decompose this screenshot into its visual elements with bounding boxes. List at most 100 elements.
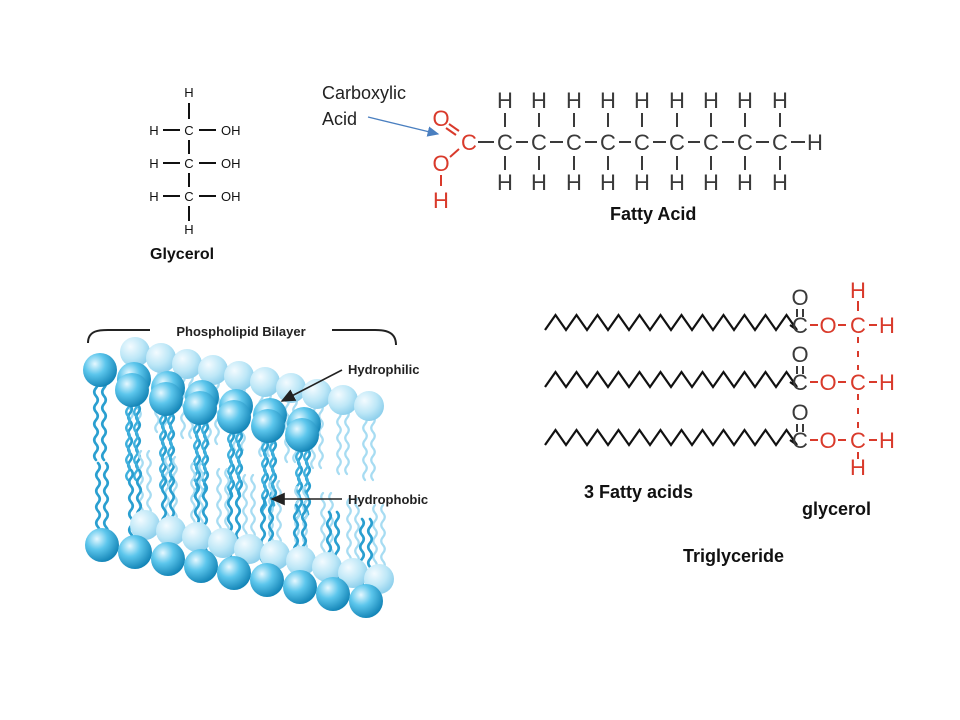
phospholipid-head: [260, 540, 290, 570]
phospholipid-bilayer: Phospholipid Bilayer Hydrophilic Hydroph…: [83, 324, 428, 618]
glycerol-bottom-h: H: [184, 222, 193, 237]
fatty-acid-hydroxyl-h: H: [433, 188, 449, 213]
ester-carbon: C: [792, 313, 808, 338]
phospholipid-head: [217, 400, 251, 434]
phospholipid-head: [316, 577, 350, 611]
bilayer-title: Phospholipid Bilayer: [176, 324, 305, 339]
phospholipid-head: [85, 528, 119, 562]
phospholipid-head: [251, 409, 285, 443]
phospholipid-head: [328, 385, 358, 415]
glycerol-c1: C: [184, 123, 193, 138]
phospholipid-head: [149, 382, 183, 416]
phospholipid-head: [286, 546, 316, 576]
phospholipid-head: [183, 391, 217, 425]
fatty-acid-label: Fatty Acid: [610, 204, 696, 224]
chain-h-top: H: [772, 88, 788, 113]
fatty-acid-carbonyl-o: O: [432, 106, 449, 131]
phospholipid-head: [349, 584, 383, 618]
carbonyl-oxygen: O: [791, 285, 808, 310]
chain-h-top: H: [566, 88, 582, 113]
phospholipid-head: [338, 558, 368, 588]
glycerol-top-h: H: [184, 85, 193, 100]
three-fatty-acids-label: 3 Fatty acids: [584, 482, 693, 502]
chain-h-top: H: [703, 88, 719, 113]
chain-h-bottom: H: [531, 170, 547, 195]
phospholipid-head: [146, 343, 176, 373]
phospholipid-head: [118, 535, 152, 569]
glycerol-oh2: OH: [221, 156, 241, 171]
ester-oxygen: O: [819, 370, 836, 395]
phospholipid-head: [184, 549, 218, 583]
phospholipid-head: [312, 552, 342, 582]
chain-h-bottom: H: [737, 170, 753, 195]
carboxylic-acid-line1: Carboxylic: [322, 83, 407, 103]
hydrophobic-label: Hydrophobic: [348, 492, 428, 507]
phospholipid-head: [151, 542, 185, 576]
phospholipid-head: [172, 349, 202, 379]
chain-h-bottom: H: [669, 170, 685, 195]
chain-h-top: H: [634, 88, 650, 113]
phospholipid-head: [120, 337, 150, 367]
chain-h-top: H: [669, 88, 685, 113]
chain-h-bottom: H: [600, 170, 616, 195]
bilayer-bracket-right: [332, 329, 397, 346]
glycerol-carbon: C: [850, 370, 866, 395]
lower-layer-heads: [85, 510, 394, 618]
ester-oxygen: O: [819, 428, 836, 453]
triglyceride-tail: [544, 428, 798, 447]
glycerol-c2: C: [184, 156, 193, 171]
glycerol-h: H: [879, 370, 895, 395]
chain-carbon: C: [566, 130, 582, 155]
fatty-acid-carboxyl-c: C: [461, 130, 477, 155]
hydrophilic-pointer: [280, 369, 343, 402]
chain-carbon: C: [600, 130, 616, 155]
chain-carbon: C: [772, 130, 788, 155]
glycerol-structure: H H C OH H C OH H C OH H: [149, 85, 240, 237]
glycerol-oh1: OH: [221, 123, 241, 138]
glycerol-c3: C: [184, 189, 193, 204]
chain-h-top: H: [531, 88, 547, 113]
chain-h-bottom: H: [772, 170, 788, 195]
triglyceride-tail: [544, 370, 798, 389]
glycerol-h: H: [879, 428, 895, 453]
glycerol-oh3: OH: [221, 189, 241, 204]
carboxylic-arrow: [367, 116, 440, 137]
carbonyl-oxygen: O: [791, 400, 808, 425]
bilayer-bracket-left: [87, 329, 150, 344]
glycerol-bottom-h: H: [850, 455, 866, 480]
glycerol-h1: H: [149, 123, 158, 138]
chain-h-bottom: H: [703, 170, 719, 195]
phospholipid-head: [115, 373, 149, 407]
phospholipid-head: [234, 534, 264, 564]
phospholipid-head: [354, 391, 384, 421]
upper-layer-heads: [83, 337, 384, 452]
phospholipid-head: [283, 570, 317, 604]
chain-carbon: C: [703, 130, 719, 155]
glycerol-title: Glycerol: [150, 246, 214, 263]
glycerol-h2: H: [149, 156, 158, 171]
phospholipid-head: [276, 373, 306, 403]
ester-oxygen: O: [819, 313, 836, 338]
phospholipid-head: [130, 510, 160, 540]
phospholipid-head: [250, 367, 280, 397]
glycerol-h: H: [879, 313, 895, 338]
fatty-acid-hydroxyl-o: O: [432, 151, 449, 176]
phospholipid-head: [285, 418, 319, 452]
chain-h-top: H: [497, 88, 513, 113]
chain-carbon: C: [669, 130, 685, 155]
triglyceride-label: Triglyceride: [683, 546, 784, 566]
phospholipid-head: [83, 353, 117, 387]
chain-carbon: C: [634, 130, 650, 155]
glycerol-carbon: C: [850, 428, 866, 453]
chain-carbon: C: [497, 130, 513, 155]
phospholipid-head: [182, 522, 212, 552]
chain-h-top: H: [600, 88, 616, 113]
phospholipid-head: [156, 516, 186, 546]
glycerol-carbon: C: [850, 313, 866, 338]
hydrophilic-label: Hydrophilic: [348, 362, 420, 377]
